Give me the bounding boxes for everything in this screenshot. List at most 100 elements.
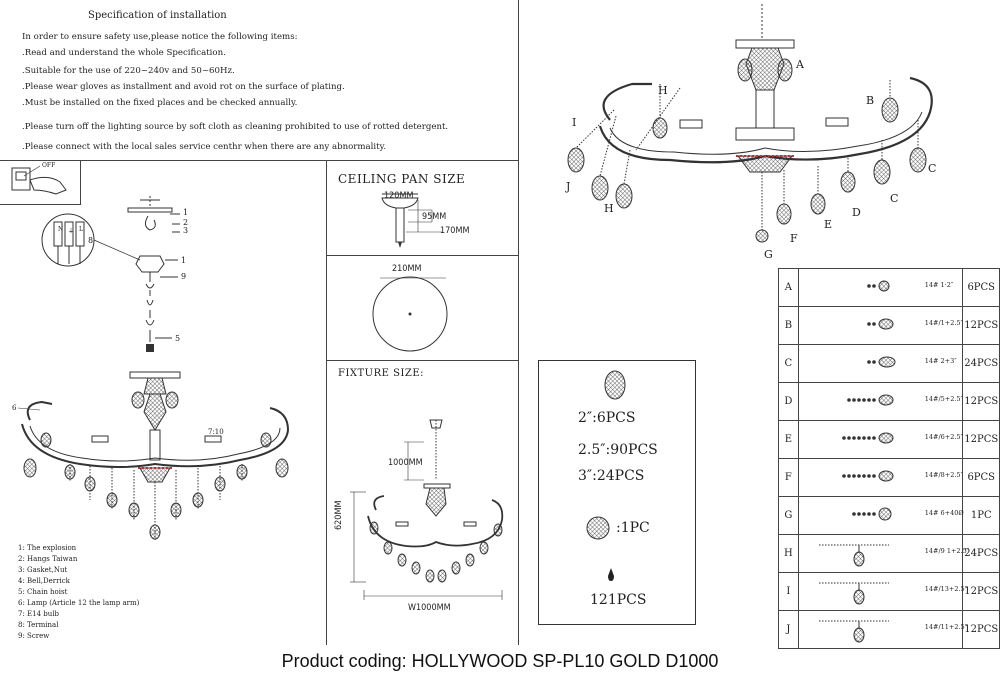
count-3in: 3″:24PCS <box>578 468 645 484</box>
part-picture: 14# 6+40Ø <box>797 496 964 535</box>
label-a: A <box>796 58 804 71</box>
chain-length-label: 1000MM <box>388 458 423 468</box>
column-divider <box>518 0 519 645</box>
spec-title: Specification of installation <box>88 10 227 21</box>
part-quantity: 12PCS <box>962 610 1000 649</box>
part-letter: F <box>778 458 799 497</box>
legend-item: 4: Bell,Derrick <box>18 577 70 585</box>
bead-strand-icon <box>818 582 889 605</box>
part-row: I 14#/13+2.5″12PCS <box>778 572 1000 611</box>
part-row: J 14#/11+2.5″12PCS <box>778 610 1000 649</box>
part-spec: 14# 1·2″ <box>924 281 954 289</box>
callout-7-10: 7:10 <box>208 428 224 436</box>
callout-2: 2 <box>183 218 189 227</box>
bead-strand-icon <box>846 394 894 406</box>
fixture-size-title: FIXTURE SIZE: <box>338 368 425 379</box>
spec-line: In order to ensure safety use,please not… <box>22 32 298 42</box>
pan-diameter-label: 210MM <box>392 264 422 274</box>
part-row: A 14# 1·2″ 6PCS <box>778 268 1000 307</box>
label-g: G <box>764 248 773 261</box>
part-quantity: 12PCS <box>962 382 1000 421</box>
count-ball: :1PC <box>616 520 650 536</box>
part-spec: 14#/11+2.5″ <box>924 623 968 631</box>
label-h2: H <box>604 202 614 215</box>
legend-item: 6: Lamp (Article 12 the lamp arm) <box>18 599 140 607</box>
fixture-height-label: 620MM <box>334 500 344 530</box>
crystal-count-box <box>538 360 696 625</box>
legend-item: 9: Screw <box>18 632 50 640</box>
bead-strand-icon <box>818 620 889 643</box>
part-spec: 14# 2+3″ <box>924 357 957 365</box>
part-picture: 14#/1+2.5″ <box>797 306 964 345</box>
label-c2: C <box>890 192 899 205</box>
bead-strand-icon <box>841 470 894 482</box>
pan-width-label: 120MM <box>384 191 414 201</box>
part-letter: B <box>778 306 799 345</box>
part-quantity: 1PC <box>962 496 1000 535</box>
part-picture: 14#/8+2.5″ <box>797 458 964 497</box>
exploded-chandelier-drawing <box>17 371 290 540</box>
label-i: I <box>572 116 577 129</box>
drop-bead-icon <box>608 568 614 581</box>
part-spec: 14#/13+2.5″ <box>924 585 968 593</box>
callout-3: 3 <box>183 226 189 235</box>
ceiling-pan-top-drawing <box>372 276 448 352</box>
part-letter: D <box>778 382 799 421</box>
bead-strand-icon <box>818 544 889 567</box>
bead-strand-icon <box>866 318 894 330</box>
part-spec: 14#/9 1+2.5″ <box>924 547 970 555</box>
part-spec: 14# 6+40Ø <box>924 509 964 517</box>
bead-strand-icon <box>851 507 892 521</box>
part-quantity: 12PCS <box>962 572 1000 611</box>
part-picture: 14#/13+2.5″ <box>797 572 967 611</box>
spec-line: .Please connect with the local sales ser… <box>22 142 387 152</box>
part-quantity: 12PCS <box>962 306 1000 345</box>
terminal-ground: ⏚ <box>68 228 75 235</box>
label-b: B <box>866 94 875 107</box>
switch-off-label: OFF <box>42 162 56 169</box>
part-quantity: 24PCS <box>962 344 1000 383</box>
count-2in: 2″:6PCS <box>578 410 636 426</box>
legend-item: 8: Terminal <box>18 621 59 629</box>
part-picture: 14# 2+3″ <box>797 344 964 383</box>
part-quantity: 12PCS <box>962 420 1000 459</box>
switch-off-icon <box>11 165 67 195</box>
ceiling-pan-title: CEILING PAN SIZE <box>338 172 466 186</box>
terminal-n: N <box>58 226 64 233</box>
label-f: F <box>790 232 798 245</box>
spec-line: .Please wear gloves as installment and a… <box>22 82 345 92</box>
oval-crystal-icon <box>604 370 626 400</box>
ceiling-pan-side-drawing <box>381 193 442 248</box>
spec-line: .Suitable for the use of 220~240v and 50… <box>22 66 235 76</box>
terminal-l: L <box>79 226 83 233</box>
label-c: C <box>928 162 937 175</box>
spec-line: .Read and understand the whole Specifica… <box>22 48 226 58</box>
fixture-size-drawing <box>350 419 504 600</box>
part-spec: 14#/8+2.5″ <box>924 471 963 479</box>
bead-strand-icon <box>841 432 894 444</box>
ball-crystal-icon <box>586 516 610 540</box>
callout-6: 6 <box>12 404 17 412</box>
part-quantity: 6PCS <box>962 268 1000 307</box>
spec-line: .Must be installed on the fixed places a… <box>22 98 298 108</box>
product-caption: Product coding: HOLLYWOOD SP-PL10 GOLD D… <box>281 651 719 671</box>
part-letter: J <box>778 610 799 649</box>
part-letter: C <box>778 344 799 383</box>
callout-1b: 1 <box>181 256 187 265</box>
part-letter: A <box>778 268 799 307</box>
main-chandelier-drawing <box>567 4 933 243</box>
pan-divider <box>326 255 518 256</box>
pan-h1-label: 95MM <box>422 212 447 222</box>
part-letter: I <box>778 572 799 611</box>
count-total: 121PCS <box>590 592 647 608</box>
part-row: C 14# 2+3″ 24PCS <box>778 344 1000 383</box>
legend-item: 2: Hangs Taiwan <box>18 555 78 563</box>
spec-divider <box>0 160 518 161</box>
label-e: E <box>824 218 833 231</box>
